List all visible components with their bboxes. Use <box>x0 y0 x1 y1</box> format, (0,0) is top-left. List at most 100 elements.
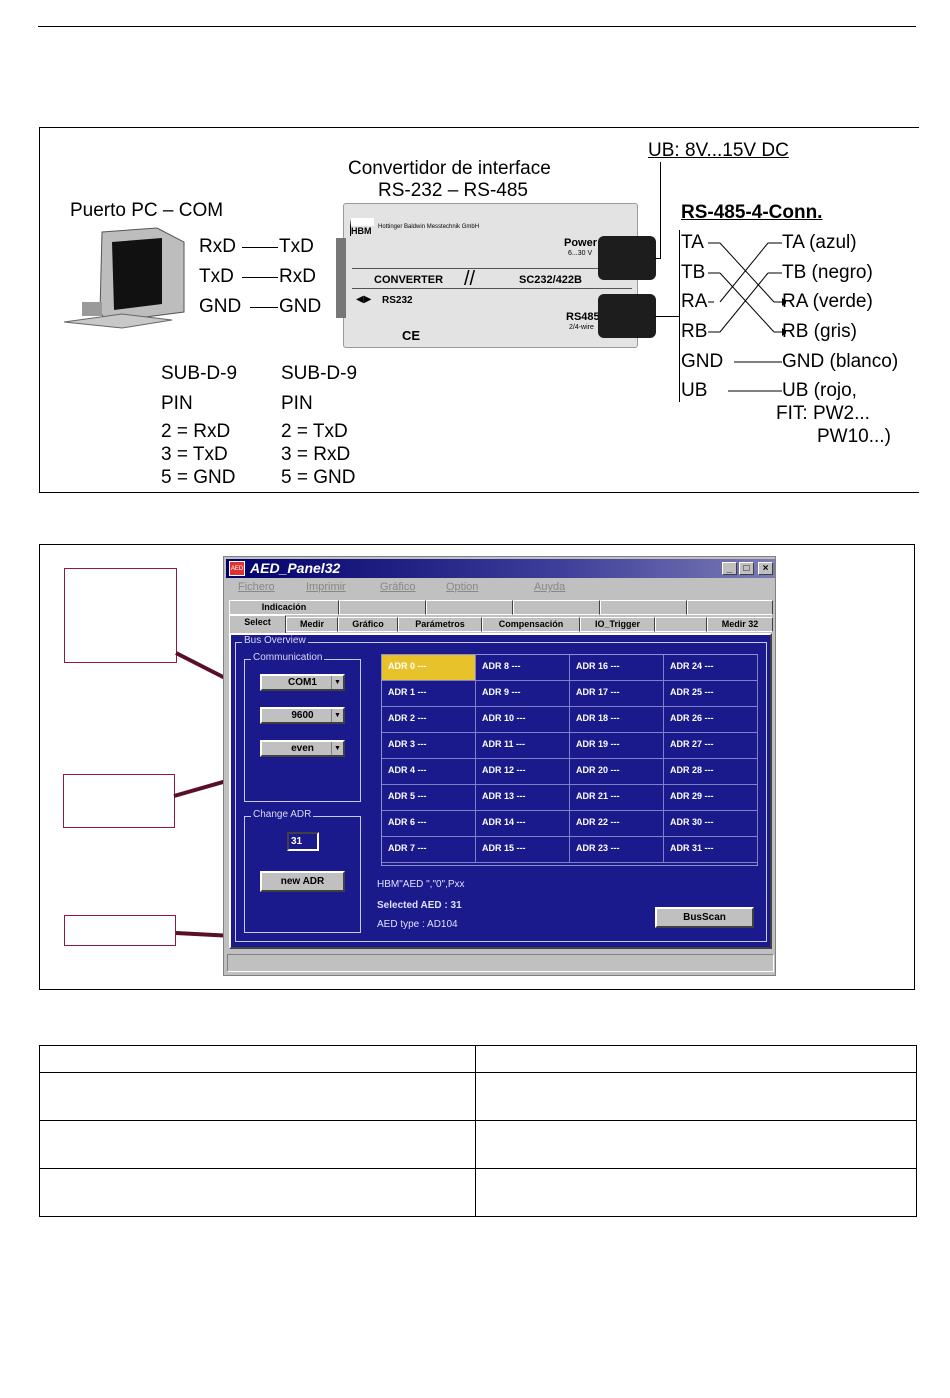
new-adr-button[interactable]: new ADR <box>260 871 345 892</box>
port-select[interactable]: COM1▼ <box>260 674 345 691</box>
adr-cell[interactable]: ADR 24 --- <box>664 655 758 681</box>
wire-2 <box>242 277 278 278</box>
tab-empty-5[interactable] <box>687 600 773 615</box>
conn-left-4: RB <box>681 321 708 342</box>
adr-input[interactable]: 31 <box>287 832 319 851</box>
adr-cell[interactable]: ADR 13 --- <box>476 785 570 811</box>
conn-left-2: TB <box>681 262 706 283</box>
tab-io-trigger[interactable]: IO_Trigger <box>580 617 655 632</box>
baud-select[interactable]: 9600▼ <box>260 707 345 724</box>
callout-box-3 <box>64 915 176 946</box>
title-bar: AED AED_Panel32 _ □ × <box>226 559 775 578</box>
tab-indicacion[interactable]: Indicación <box>229 600 339 615</box>
bus-line-v <box>679 230 680 402</box>
converter-device: HBM Hottinger Baldwin Messtechnik GmbH P… <box>343 203 638 348</box>
conv-signal-2: RxD <box>279 266 316 287</box>
rs485-gland-icon <box>598 294 656 338</box>
adr-cell[interactable]: ADR 8 --- <box>476 655 570 681</box>
table-cell <box>475 1168 917 1217</box>
aed-type: AED type : AD104 <box>377 919 458 930</box>
pc-port-label: Puerto PC – COM <box>70 200 224 221</box>
adr-cell[interactable]: ADR 11 --- <box>476 733 570 759</box>
adr-cell[interactable]: ADR 26 --- <box>664 707 758 733</box>
sub-right-2: PIN <box>281 393 313 414</box>
sub-right-1: SUB-D-9 <box>281 363 358 384</box>
tab-empty-1[interactable] <box>339 600 426 615</box>
adr-cell[interactable]: ADR 3 --- <box>382 733 476 759</box>
pc-signal-1: RxD <box>199 236 236 257</box>
adr-cell[interactable]: ADR 20 --- <box>570 759 664 785</box>
converter-title-2: RS-232 – RS-485 <box>378 180 528 201</box>
rs232-arrow-icon: ◀▶ <box>356 294 372 305</box>
adr-cell[interactable]: ADR 1 --- <box>382 681 476 707</box>
sub-right-3: 2 = TxD <box>281 421 348 442</box>
adr-cell[interactable]: ADR 6 --- <box>382 811 476 837</box>
crossover-wires <box>708 242 786 392</box>
adr-cell[interactable]: ADR 5 --- <box>382 785 476 811</box>
menu-grafico[interactable]: Gráfico <box>380 581 416 593</box>
adr-cell[interactable]: ADR 16 --- <box>570 655 664 681</box>
tab-medir-32[interactable]: Medir 32 <box>707 617 773 632</box>
adr-cell[interactable]: ADR 19 --- <box>570 733 664 759</box>
change-adr-label: Change ADR <box>251 809 314 820</box>
adr-cell[interactable]: ADR 12 --- <box>476 759 570 785</box>
screenshot-frame <box>39 544 915 990</box>
tab-empty-2[interactable] <box>426 600 513 615</box>
menu-imprimir[interactable]: Imprimir <box>306 581 346 593</box>
menu-fichero[interactable]: Fichero <box>238 581 275 593</box>
adr-cell[interactable]: ADR 18 --- <box>570 707 664 733</box>
adr-cell[interactable]: ADR 0 --- <box>382 655 476 681</box>
adr-cell[interactable]: ADR 25 --- <box>664 681 758 707</box>
adr-cell[interactable]: ADR 15 --- <box>476 837 570 863</box>
parity-select[interactable]: even▼ <box>260 740 345 757</box>
tab-parametros[interactable]: Parámetros <box>398 617 482 632</box>
table-cell <box>475 1045 917 1073</box>
tab-grafico[interactable]: Gráfico <box>338 617 398 632</box>
tab-select[interactable]: Select <box>229 615 286 633</box>
port-value: COM1 <box>288 677 317 688</box>
adr-cell[interactable]: ADR 30 --- <box>664 811 758 837</box>
adr-cell[interactable]: ADR 21 --- <box>570 785 664 811</box>
adr-cell[interactable]: ADR 4 --- <box>382 759 476 785</box>
adr-cell[interactable]: ADR 31 --- <box>664 837 758 863</box>
table-cell <box>475 1072 917 1121</box>
rs485-label: RS485 <box>566 311 600 323</box>
maximize-icon[interactable]: □ <box>739 562 754 575</box>
conn-right-4: RB (gris) <box>782 321 857 342</box>
conn-right-3: RA (verde) <box>782 291 873 312</box>
adr-cell[interactable]: ADR 10 --- <box>476 707 570 733</box>
adr-cell[interactable]: ADR 7 --- <box>382 837 476 863</box>
busscan-button[interactable]: BusScan <box>655 907 754 928</box>
menu-ayuda[interactable]: Auyda <box>534 581 566 593</box>
tab-empty-6[interactable] <box>655 617 707 632</box>
bus-overview-group: Bus Overview <box>235 635 767 942</box>
adr-cell[interactable]: ADR 17 --- <box>570 681 664 707</box>
baud-value: 9600 <box>291 710 314 721</box>
change-adr-group: Change ADR 31 new ADR <box>244 809 361 933</box>
wire-1 <box>242 247 278 248</box>
aed-panel-window: AED AED_Panel32 _ □ × Fichero Imprimir G… <box>223 556 776 976</box>
minimize-icon[interactable]: _ <box>722 562 737 575</box>
adr-cell[interactable]: ADR 27 --- <box>664 733 758 759</box>
sub-left-2: PIN <box>161 393 193 414</box>
adr-cell[interactable]: ADR 9 --- <box>476 681 570 707</box>
adr-cell[interactable]: ADR 23 --- <box>570 837 664 863</box>
table-cell <box>39 1120 476 1169</box>
adr-cell[interactable]: ADR 28 --- <box>664 759 758 785</box>
pc-signal-3: GND <box>199 296 242 317</box>
tab-medir[interactable]: Medir <box>286 617 338 632</box>
menu-option[interactable]: Option <box>446 581 479 593</box>
adr-cell[interactable]: ADR 22 --- <box>570 811 664 837</box>
converter-title-1: Convertidor de interface <box>348 158 551 179</box>
adr-cell[interactable]: ADR 29 --- <box>664 785 758 811</box>
tab-compensacion[interactable]: Compensación <box>482 617 580 632</box>
adr-cell[interactable]: ADR 2 --- <box>382 707 476 733</box>
close-icon[interactable]: × <box>758 562 773 575</box>
table-cell <box>39 1045 476 1073</box>
communication-group: Communication COM1▼ 9600▼ even▼ <box>244 652 361 802</box>
tab-empty-3[interactable] <box>513 600 600 615</box>
adr-cell[interactable]: ADR 14 --- <box>476 811 570 837</box>
supply-voltage: UB: 8V...15V DC <box>648 140 789 161</box>
power-gland-icon <box>598 236 656 280</box>
tab-empty-4[interactable] <box>600 600 687 615</box>
